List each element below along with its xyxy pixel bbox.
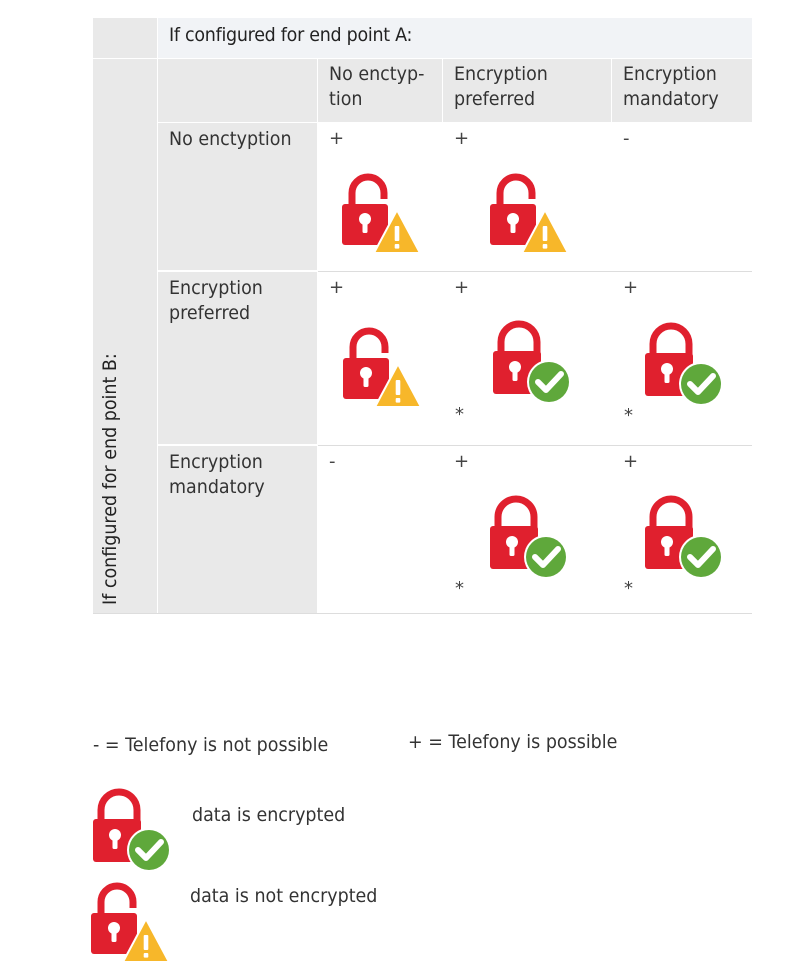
unlock-warning-icon bbox=[89, 882, 171, 964]
row-header-label: No enctyption bbox=[169, 128, 292, 150]
row-header-label: Encryption mandatory bbox=[169, 451, 265, 498]
cell-footnote-star: * bbox=[624, 405, 633, 426]
blank-header-cell bbox=[158, 59, 317, 122]
col-header-label: No enctyp- tion bbox=[329, 63, 425, 110]
col-header-encryption-preferred: Encryption preferred bbox=[443, 59, 611, 122]
cell-footnote-star: * bbox=[624, 578, 633, 599]
header-b-cell: If configured for end point B: bbox=[93, 59, 157, 613]
col-header-encryption-mandatory: Encryption mandatory bbox=[612, 59, 752, 122]
cell-mark: - bbox=[623, 128, 630, 149]
legend-encrypted: data is encrypted bbox=[192, 804, 346, 826]
legend-plus: + = Telefony is possible bbox=[408, 731, 618, 753]
row-header-encryption-preferred: Encryption preferred bbox=[158, 272, 317, 444]
cell-mark: + bbox=[329, 128, 345, 149]
cell-mark: + bbox=[623, 277, 639, 298]
lock-check-icon bbox=[488, 495, 570, 581]
legend-not-encrypted: data is not encrypted bbox=[190, 885, 378, 907]
row-divider bbox=[318, 445, 752, 446]
legend-minus: - = Telefony is not possible bbox=[93, 734, 329, 756]
row-header-no-encryption: No enctyption bbox=[158, 123, 317, 270]
row-divider bbox=[318, 271, 752, 272]
lock-check-icon bbox=[91, 788, 173, 874]
row-header-encryption-mandatory: Encryption mandatory bbox=[158, 446, 317, 613]
header-b-title: If configured for end point B: bbox=[99, 353, 121, 605]
cell-mark: + bbox=[623, 451, 639, 472]
lock-check-icon bbox=[643, 322, 725, 408]
cell-mark: + bbox=[454, 128, 470, 149]
cell-footnote-star: * bbox=[455, 404, 464, 425]
unlock-warning-icon bbox=[341, 327, 423, 409]
col-header-label: Encryption mandatory bbox=[623, 63, 719, 110]
header-a-cell: If configured for end point A: bbox=[158, 18, 752, 58]
lock-check-icon bbox=[491, 320, 573, 406]
col-header-no-encryption: No enctyp- tion bbox=[318, 59, 442, 122]
cell-mark: + bbox=[454, 451, 470, 472]
col-header-label: Encryption preferred bbox=[454, 63, 548, 110]
cell-footnote-star: * bbox=[455, 578, 464, 599]
unlock-warning-icon bbox=[340, 173, 422, 255]
header-a-title: If configured for end point A: bbox=[169, 24, 413, 46]
corner-cell bbox=[93, 18, 157, 58]
row-header-label: Encryption preferred bbox=[169, 277, 263, 324]
lock-check-icon bbox=[643, 495, 725, 581]
unlock-warning-icon bbox=[488, 173, 570, 255]
cell-mark: - bbox=[329, 451, 336, 472]
cell-mark: + bbox=[454, 277, 470, 298]
cell-mark: + bbox=[329, 277, 345, 298]
table-bottom-border bbox=[93, 613, 752, 614]
